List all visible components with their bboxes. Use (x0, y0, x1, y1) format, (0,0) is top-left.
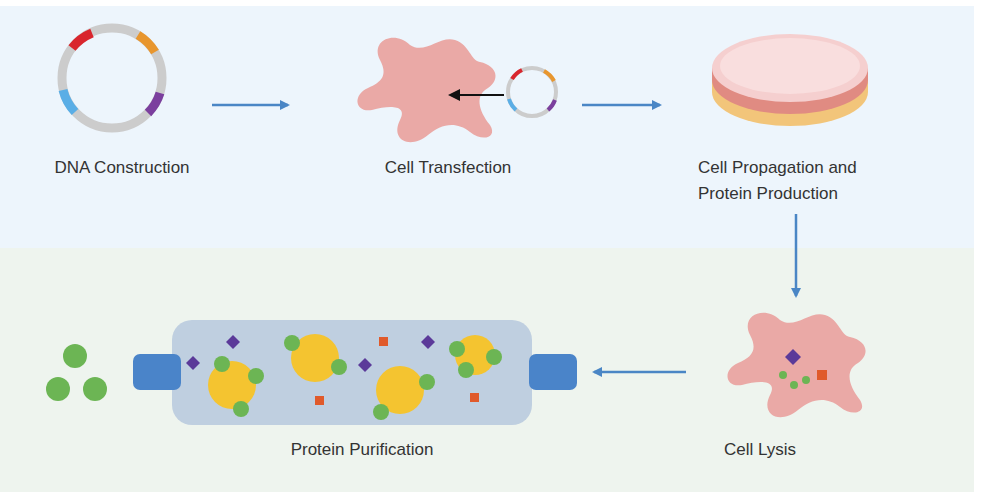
flow-arrow (594, 371, 686, 374)
top-band (0, 6, 974, 248)
small-plasmid (508, 68, 556, 116)
step-label: Cell Lysis (724, 437, 796, 463)
process-step: Cell Transfection (290, 20, 580, 185)
step-label: Protein Purification (291, 437, 434, 463)
plasmid (62, 28, 162, 128)
flow-arrow (212, 104, 288, 107)
process-step: DNA Construction (34, 20, 210, 185)
cell (357, 38, 495, 142)
process-step: Cell Propagation and Protein Production (662, 20, 920, 212)
bottom-band (0, 248, 974, 492)
insert-arrow (448, 89, 504, 101)
culture-dish (712, 34, 868, 126)
step-label: Cell Propagation and Protein Production (698, 155, 910, 207)
flow-arrow (582, 104, 660, 107)
step-label: Cell Transfection (385, 155, 512, 181)
step-label: DNA Construction (54, 155, 189, 181)
process-step: Protein Purification (40, 310, 592, 465)
process-step: Cell Lysis (688, 298, 880, 463)
lysed-cell (727, 313, 865, 417)
flow-arrow (795, 214, 798, 296)
purification-column (133, 320, 577, 425)
purified-protein (46, 344, 107, 401)
